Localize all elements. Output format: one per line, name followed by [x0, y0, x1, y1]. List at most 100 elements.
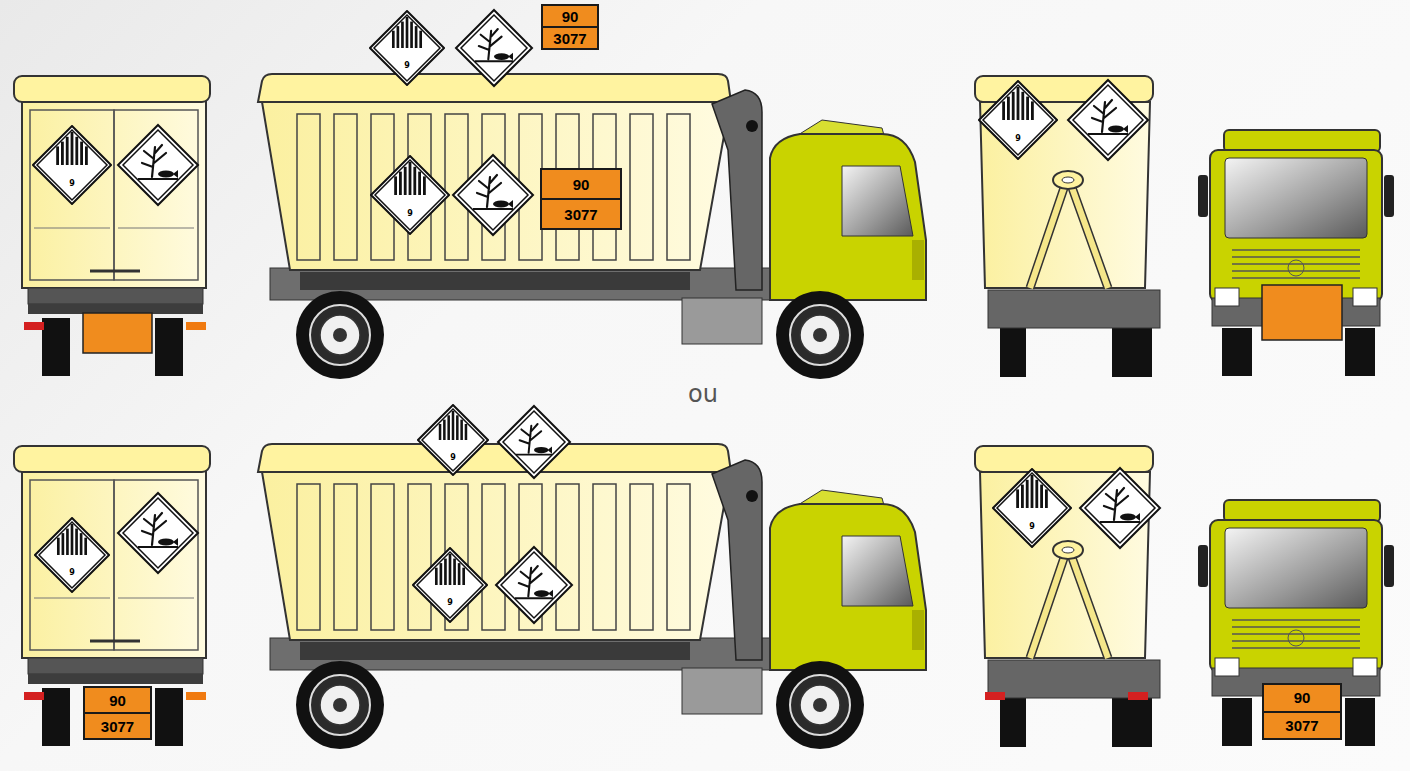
- container-rib: [334, 484, 357, 630]
- a-frame: [1030, 182, 1108, 288]
- container-door: [30, 110, 114, 280]
- container-rib: [297, 114, 320, 260]
- subframe: [300, 642, 690, 660]
- dead-fish: [493, 201, 509, 208]
- label-outline: [118, 493, 198, 573]
- container-lid: [975, 446, 1153, 472]
- label-outline: [1080, 468, 1160, 548]
- container-body: [22, 100, 206, 288]
- container-rib: [593, 484, 616, 630]
- rear-wheel: [155, 688, 183, 746]
- arm-pivot: [746, 120, 758, 132]
- environment-hazard-label: [1080, 468, 1160, 548]
- door-panel-line: [118, 228, 194, 229]
- container-rib: [667, 484, 690, 630]
- hazard-stripe: [409, 162, 412, 195]
- ground-line: [516, 454, 552, 456]
- hub-cap: [813, 698, 827, 712]
- truck-cab: [770, 504, 926, 670]
- container-door: [114, 110, 198, 280]
- dead-fish: [1120, 514, 1136, 521]
- grille-bar: [1232, 633, 1360, 635]
- hook-eye: [1053, 541, 1083, 559]
- rear-light: [186, 322, 206, 330]
- separator-word: ou: [688, 380, 718, 408]
- orange-hazard-plate: 903077: [1262, 683, 1342, 740]
- container-lid: [258, 444, 731, 472]
- container-rib: [408, 484, 431, 630]
- fish-tail: [173, 170, 178, 178]
- hazard-stripe: [84, 538, 87, 555]
- fish-tail: [1123, 125, 1128, 133]
- cab-front-view: [1198, 500, 1394, 746]
- truck-cab: [770, 134, 926, 300]
- hazard-stripe: [62, 533, 65, 555]
- badge: [1288, 260, 1304, 276]
- mirror: [1384, 545, 1394, 587]
- label-outline: [993, 469, 1071, 547]
- hazard-number: 3077: [543, 28, 597, 48]
- label-diamond: [369, 10, 445, 86]
- environment-hazard-label: [118, 493, 198, 573]
- hazard-stripe: [456, 415, 459, 440]
- arm-pivot: [746, 490, 758, 502]
- hub-cap: [333, 698, 347, 712]
- class-9-label: 9: [412, 547, 488, 623]
- blank-orange-plate: [83, 313, 152, 353]
- class-9-label: 9: [978, 80, 1058, 160]
- ground-line: [473, 208, 513, 210]
- dead-fish: [494, 53, 509, 60]
- class-number: 9: [992, 523, 1072, 531]
- rear-light: [24, 692, 44, 700]
- cab-window: [842, 536, 913, 606]
- class-number: 9: [34, 569, 110, 577]
- ground-line: [475, 60, 513, 62]
- hazard-stripe: [1031, 475, 1034, 508]
- hazard-stripe: [452, 411, 455, 440]
- environment-hazard-label: [496, 547, 572, 623]
- class-number: 9: [978, 135, 1058, 143]
- label-border: [417, 552, 483, 618]
- label-diamond: [32, 125, 112, 205]
- label-border: [37, 130, 107, 200]
- hazard-stripe: [413, 167, 416, 195]
- hub: [800, 315, 840, 355]
- hook-lift-arm: [712, 460, 762, 660]
- fish-tail: [508, 200, 513, 208]
- ground-line: [1088, 133, 1128, 135]
- hazard-stripe: [71, 524, 74, 555]
- a-frame-outline: [1030, 552, 1108, 658]
- label-outline: [1068, 80, 1148, 160]
- rear-wheel: [1112, 325, 1152, 377]
- rear-light: [24, 322, 44, 330]
- door-handle: [90, 640, 140, 643]
- rear-light: [186, 692, 206, 700]
- side-view: [258, 74, 926, 379]
- container-lid: [14, 446, 210, 472]
- hub: [800, 685, 840, 725]
- hazard-stripe: [66, 529, 69, 555]
- hazard-stripe: [1021, 485, 1024, 508]
- mirror: [1198, 175, 1208, 217]
- label-outline: [371, 156, 449, 234]
- dead-fish: [158, 539, 174, 546]
- chassis: [28, 288, 203, 304]
- class-9-label: 9: [370, 155, 450, 235]
- container-front-view: [975, 76, 1160, 377]
- container-door: [30, 480, 114, 650]
- hazard-stripe: [1016, 489, 1019, 508]
- headlight: [1353, 288, 1377, 306]
- tyre: [296, 291, 384, 379]
- hazard-stripe: [418, 172, 421, 195]
- hazard-stripe: [1017, 87, 1020, 120]
- label-border: [123, 130, 193, 200]
- label-border: [503, 411, 565, 473]
- container-rib: [482, 484, 505, 630]
- hazard-stripe: [1002, 101, 1005, 120]
- rear-wheel: [42, 688, 70, 746]
- class-number: 9: [417, 454, 489, 462]
- label-border: [501, 552, 567, 618]
- hazard-stripe: [423, 176, 426, 195]
- label-border: [1073, 85, 1143, 155]
- headlight: [1353, 658, 1377, 676]
